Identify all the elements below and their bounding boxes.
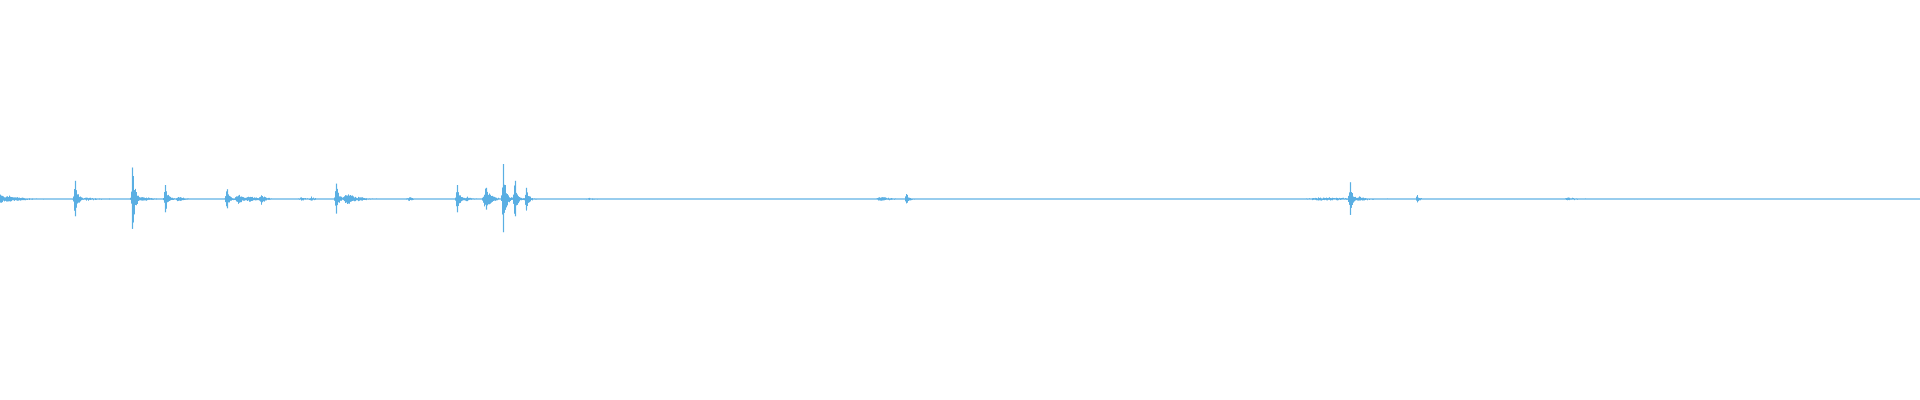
waveform-samples (0, 167, 1920, 225)
